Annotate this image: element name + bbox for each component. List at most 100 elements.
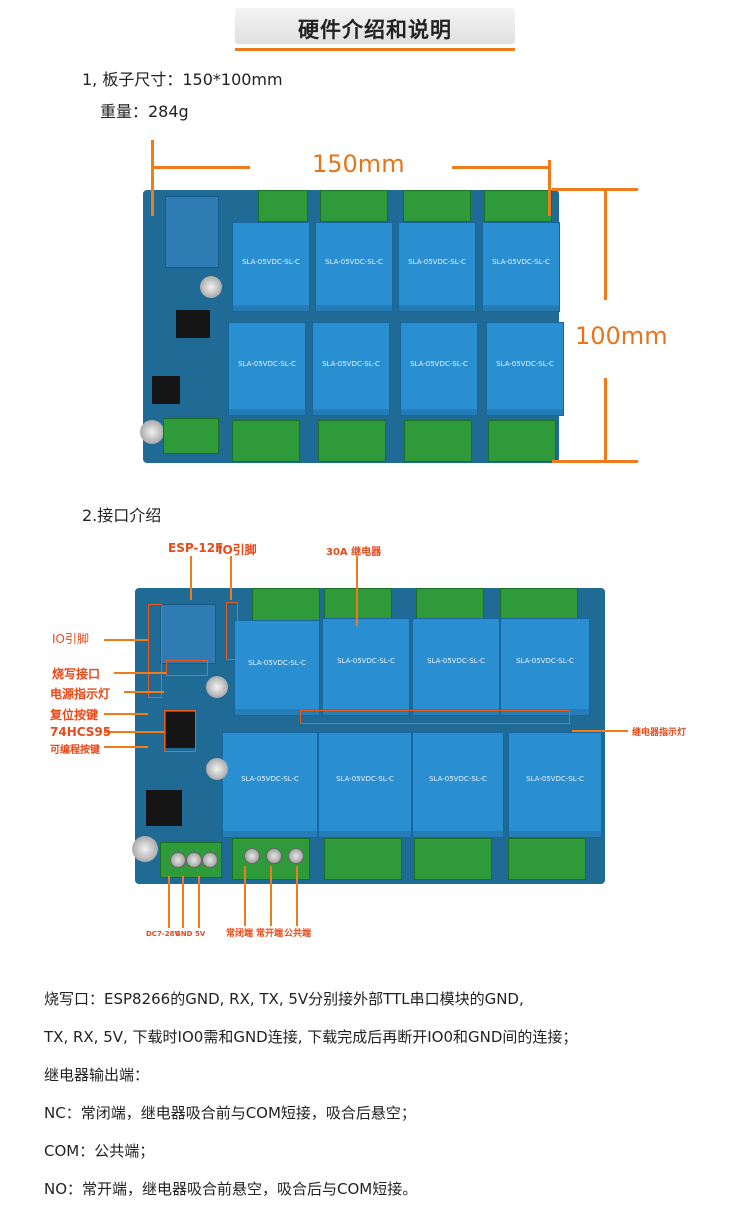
capacitor bbox=[206, 676, 228, 698]
relay: SLA-05VDC-SL-C bbox=[322, 618, 410, 716]
relay-model-label: SLA-05VDC-SL-C bbox=[429, 774, 487, 783]
relay: SLA-05VDC-SL-C bbox=[412, 732, 504, 838]
terminal-block bbox=[414, 838, 492, 880]
relay: SLA-05VDC-SL-C bbox=[228, 322, 306, 416]
terminal-screw bbox=[186, 852, 202, 868]
terminal-block bbox=[232, 420, 300, 462]
label-nc: 常闭端 bbox=[226, 929, 254, 939]
shift-register-chip bbox=[176, 310, 210, 338]
leader-line bbox=[230, 556, 232, 600]
relay: SLA-05VDC-SL-C bbox=[400, 322, 478, 416]
board-size-text: 1, 板子尺寸：150*100mm bbox=[82, 70, 283, 89]
relay-model-label: SLA-05VDC-SL-C bbox=[427, 657, 485, 666]
note-line: TX, RX, 5V, 下载时IO0需和GND连接, 下载完成后再断开IO0和G… bbox=[44, 1028, 578, 1046]
terminal-block bbox=[484, 190, 552, 222]
leader-line bbox=[296, 866, 298, 926]
terminal-block bbox=[318, 420, 386, 462]
dimension-arrow-left bbox=[154, 166, 250, 169]
leader-line bbox=[190, 556, 192, 600]
terminal-block bbox=[320, 190, 388, 222]
note-line: COM：公共端； bbox=[44, 1142, 155, 1160]
label-5v: 5V bbox=[195, 930, 206, 938]
terminal-block bbox=[252, 588, 320, 622]
note-line: 烧写口：ESP8266的GND, RX, TX, 5V分别接外部TTL串口模块的… bbox=[44, 990, 524, 1008]
terminal-screw bbox=[266, 848, 282, 864]
relay: SLA-05VDC-SL-C bbox=[482, 222, 560, 312]
esp-module bbox=[160, 604, 216, 664]
relay-model-label: SLA-05VDC-SL-C bbox=[322, 359, 380, 368]
relay-model-label: SLA-05VDC-SL-C bbox=[248, 658, 306, 667]
dimension-arrow-up bbox=[604, 190, 607, 300]
dimension-tick-bottom bbox=[552, 460, 638, 463]
leader-line bbox=[244, 866, 246, 926]
relay: SLA-05VDC-SL-C bbox=[500, 618, 590, 716]
leader-line bbox=[270, 866, 272, 926]
label-com: 公共端 bbox=[284, 929, 312, 939]
io-pins-top-highlight bbox=[226, 602, 238, 660]
dimension-arrow-right bbox=[452, 166, 548, 169]
leader-line bbox=[198, 876, 200, 928]
dimension-tick-left bbox=[151, 140, 154, 216]
relay-model-label: SLA-05VDC-SL-C bbox=[410, 359, 468, 368]
relay: SLA-05VDC-SL-C bbox=[486, 322, 564, 416]
board-weight-text: 重量：284g bbox=[100, 102, 189, 121]
terminal-block bbox=[324, 588, 392, 622]
height-dimension-label: 100mm bbox=[575, 322, 668, 350]
title-background bbox=[235, 8, 515, 44]
label-flash-port: 烧写接口 bbox=[52, 667, 101, 681]
terminal-screw bbox=[288, 848, 304, 864]
title-underline bbox=[235, 48, 515, 51]
terminal-block bbox=[508, 838, 586, 880]
relay-model-label: SLA-05VDC-SL-C bbox=[492, 258, 550, 267]
leader-line bbox=[182, 876, 184, 928]
relay-model-label: SLA-05VDC-SL-C bbox=[516, 657, 574, 666]
note-line: NO：常开端，继电器吸合前悬空，吸合后与COM短接。 bbox=[44, 1180, 418, 1198]
relay-model-label: SLA-05VDC-SL-C bbox=[526, 774, 584, 783]
label-gnd: GND bbox=[175, 930, 193, 938]
terminal-block bbox=[404, 420, 472, 462]
width-dimension-label: 150mm bbox=[312, 150, 405, 178]
relay: SLA-05VDC-SL-C bbox=[412, 618, 500, 716]
relay: SLA-05VDC-SL-C bbox=[508, 732, 602, 838]
dimension-tick-top bbox=[552, 188, 638, 191]
terminal-block bbox=[416, 588, 484, 622]
regulator-chip bbox=[146, 790, 182, 826]
terminal-block bbox=[324, 838, 402, 880]
leader-line bbox=[104, 731, 164, 733]
relay-model-label: SLA-05VDC-SL-C bbox=[238, 359, 296, 368]
relay: SLA-05VDC-SL-C bbox=[234, 620, 320, 716]
label-io-pins-top: IO引脚 bbox=[218, 543, 257, 557]
relay-model-label: SLA-05VDC-SL-C bbox=[496, 359, 554, 368]
leader-line bbox=[168, 876, 170, 928]
relay-model-label: SLA-05VDC-SL-C bbox=[336, 774, 394, 783]
dimension-tick-right bbox=[548, 160, 551, 216]
terminal-screw bbox=[202, 852, 218, 868]
label-74hcs95: 74HCS95 bbox=[50, 725, 112, 739]
leader-line bbox=[124, 691, 164, 693]
label-esp12f: ESP-12F bbox=[168, 541, 224, 555]
page-title-banner: 硬件介绍和说明 bbox=[235, 8, 515, 52]
relay-model-label: SLA-05VDC-SL-C bbox=[408, 258, 466, 267]
dimension-arrow-down bbox=[604, 378, 607, 460]
relay-model-label: SLA-05VDC-SL-C bbox=[242, 258, 300, 267]
relay-led-highlight bbox=[300, 710, 570, 724]
note-line: NC：常闭端，继电器吸合前与COM短接，吸合后悬空； bbox=[44, 1104, 416, 1122]
flash-port-highlight bbox=[166, 660, 208, 676]
relay-model-label: SLA-05VDC-SL-C bbox=[337, 657, 395, 666]
relay: SLA-05VDC-SL-C bbox=[318, 732, 412, 838]
leader-line bbox=[356, 556, 358, 626]
leader-line bbox=[104, 746, 148, 748]
power-terminal bbox=[163, 418, 219, 454]
terminal-screw bbox=[170, 852, 186, 868]
relay-model-label: SLA-05VDC-SL-C bbox=[325, 258, 383, 267]
relay: SLA-05VDC-SL-C bbox=[315, 222, 393, 312]
relay: SLA-05VDC-SL-C bbox=[312, 322, 390, 416]
leader-line bbox=[114, 672, 166, 674]
leader-line bbox=[104, 713, 148, 715]
capacitor bbox=[206, 758, 228, 780]
leader-line bbox=[572, 730, 628, 732]
label-dc-in: DC7-28V bbox=[146, 930, 180, 938]
capacitor bbox=[140, 420, 164, 444]
label-prog-button: 可编程按键 bbox=[50, 745, 100, 756]
esp-module bbox=[165, 196, 219, 268]
